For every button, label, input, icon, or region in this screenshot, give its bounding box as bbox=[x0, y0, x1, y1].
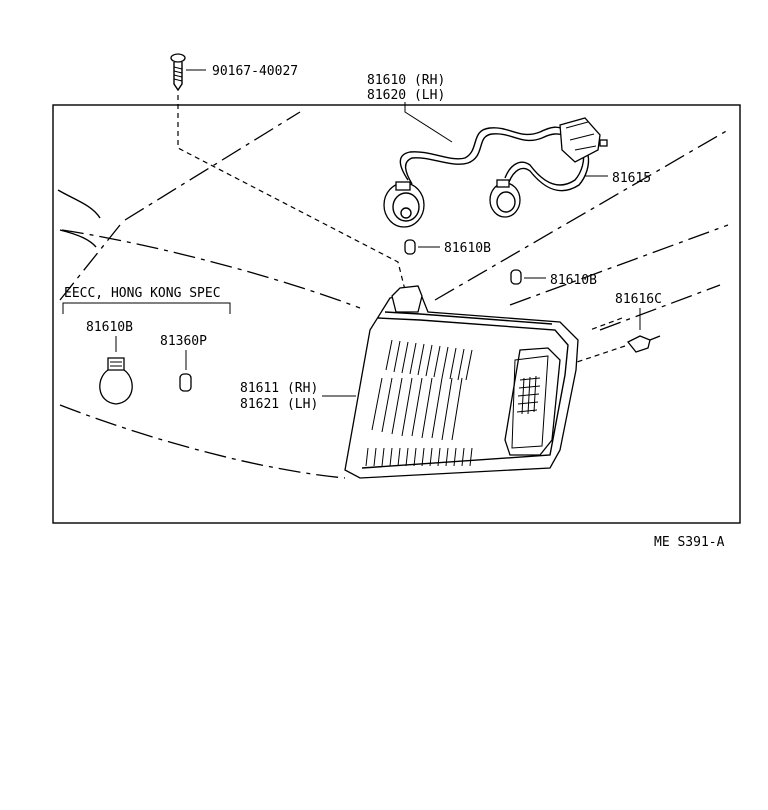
spec-heading: EECC, HONG KONG SPEC bbox=[64, 286, 221, 301]
label-81621-lh: 81621 (LH) bbox=[240, 397, 318, 412]
spec-bulb-81610b bbox=[99, 357, 133, 405]
clip-dash-path bbox=[567, 345, 626, 366]
label-spec-81360p: 81360P bbox=[160, 334, 207, 349]
label-spec-81610b: 81610B bbox=[86, 320, 133, 335]
clip-dash-path-2 bbox=[589, 317, 623, 331]
figure-code: ME S391-A bbox=[654, 535, 725, 550]
spec-bracket bbox=[62, 302, 231, 314]
bulb-81610b-middle bbox=[510, 269, 522, 285]
label-90167: 90167-40027 bbox=[212, 64, 298, 79]
label-81610b-middle: 81610B bbox=[550, 273, 597, 288]
label-81610b-upper: 81610B bbox=[444, 241, 491, 256]
diagram-frame bbox=[52, 104, 741, 524]
corner-lamp-lens bbox=[344, 285, 579, 479]
wire-harness bbox=[399, 117, 608, 192]
socket-left bbox=[383, 181, 425, 228]
spec-bulb-81360p bbox=[179, 373, 192, 392]
label-81610-rh: 81610 (RH) bbox=[367, 73, 445, 88]
label-81616c: 81616C bbox=[615, 292, 662, 307]
socket-right bbox=[489, 179, 521, 218]
screw-dash-path bbox=[177, 95, 406, 291]
clip-81616c bbox=[626, 335, 661, 353]
label-81615: 81615 bbox=[612, 171, 651, 186]
label-81620-lh: 81620 (LH) bbox=[367, 88, 445, 103]
bulb-81610b-upper bbox=[404, 239, 416, 255]
vehicle-outline bbox=[57, 111, 729, 479]
label-81611-rh: 81611 (RH) bbox=[240, 381, 318, 396]
screw-90167 bbox=[170, 53, 186, 92]
socket-wire-leader bbox=[404, 102, 453, 143]
